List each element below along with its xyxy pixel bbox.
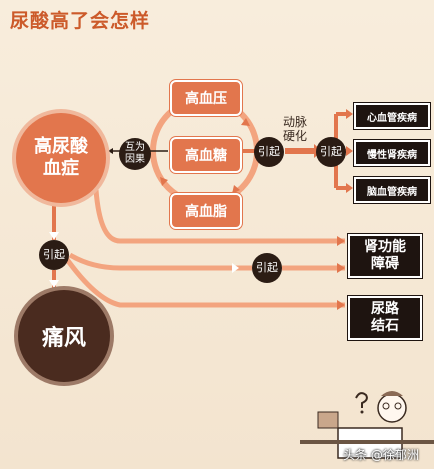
mutual-cause-label: 互为 因果 [125,142,145,165]
cause-3-label: 引起 [43,248,65,261]
question-mark-icon [355,392,368,408]
hyperlipidemia-label: 高血脂 [185,204,227,220]
ring-arrow-4 [160,177,168,186]
atherosclerosis-label: 动脉 硬化 [282,115,307,143]
ring-arrow-3 [232,185,240,194]
mutual-cause-node: 互为 因果 [119,138,151,170]
hyperglycemia-box: 高血糖 [170,137,242,173]
kidney-failure-box: 肾功能 障碍 [348,234,422,278]
kidney-disease-label: 慢性肾疾病 [367,149,417,161]
atherosclerosis-text: 动脉 硬化 [280,115,310,143]
link-gout-cause4 [68,252,252,271]
link-gout-stone [63,256,345,308]
cause-3-node: 引起 [39,240,69,270]
kidney-stone-box: 尿路 结石 [348,296,422,340]
hyperlipidemia-box: 高血脂 [170,193,242,229]
kidney-stone-label: 尿路 结石 [371,301,399,334]
page-title: 尿酸高了会怎样 [10,10,151,32]
brain-disease-label: 脑血管疾病 [367,186,417,198]
hypertension-box: 高血压 [170,80,242,116]
kidney-failure-label: 肾功能 障碍 [364,239,406,272]
link-hyper-kidney [93,189,345,244]
ring-arrow-2 [241,118,250,126]
hyperuricemia-node: 高尿酸 血症 [16,113,106,203]
gout-node: 痛风 [18,290,110,382]
cause-1-label: 引起 [258,145,280,158]
hyperuricemia-label: 高尿酸 血症 [34,136,88,179]
cause-2-node: 引起 [316,137,346,167]
cause-2-label: 引起 [320,145,342,158]
hypertension-label: 高血压 [185,91,227,107]
heart-disease-box: 心血管疾病 [354,103,430,129]
cause-1-node: 引起 [254,137,284,167]
heart-disease-label: 心血管疾病 [367,112,417,124]
watermark: 头条 @徐郁洲 [343,448,419,462]
hyperglycemia-label: 高血糖 [185,148,227,164]
gout-label: 痛风 [41,326,86,351]
kidney-disease-box: 慢性肾疾病 [354,140,430,166]
cause-4-node: 引起 [252,253,282,283]
cause-4-label: 引起 [256,261,278,274]
brain-disease-box: 脑血管疾病 [354,177,430,203]
doctor-cartoon [300,391,434,459]
